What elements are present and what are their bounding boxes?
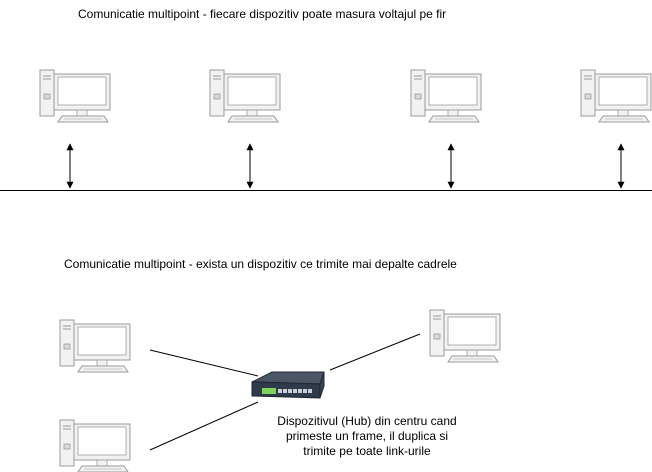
hub-link [149,349,259,377]
computer-icon [59,419,131,472]
computer-icon [59,319,131,373]
top-section-title: Comunicatie multipoint - fiecare dispozi… [78,7,447,21]
hub-caption-line: trimite pe toate link-urile [303,444,431,458]
hub-caption-line: primeste un frame, il duplica si [285,429,449,443]
computer-icon [209,69,281,123]
hub-caption: Dispozitivul (Hub) din centru cand prime… [262,414,472,459]
top-section [0,69,652,191]
bottom-section-title: Comunicatie multipoint - exista un dispo… [64,257,457,271]
hub-link [329,333,421,371]
computer-icon [429,309,501,363]
hub-caption-line: Dispozitivul (Hub) din centru cand [277,414,457,428]
computer-icon [410,69,482,123]
bottom-section [59,309,501,472]
computer-icon [39,69,111,123]
computer-icon [580,69,652,123]
hub-link [149,401,259,451]
network-switch-icon [251,371,325,399]
